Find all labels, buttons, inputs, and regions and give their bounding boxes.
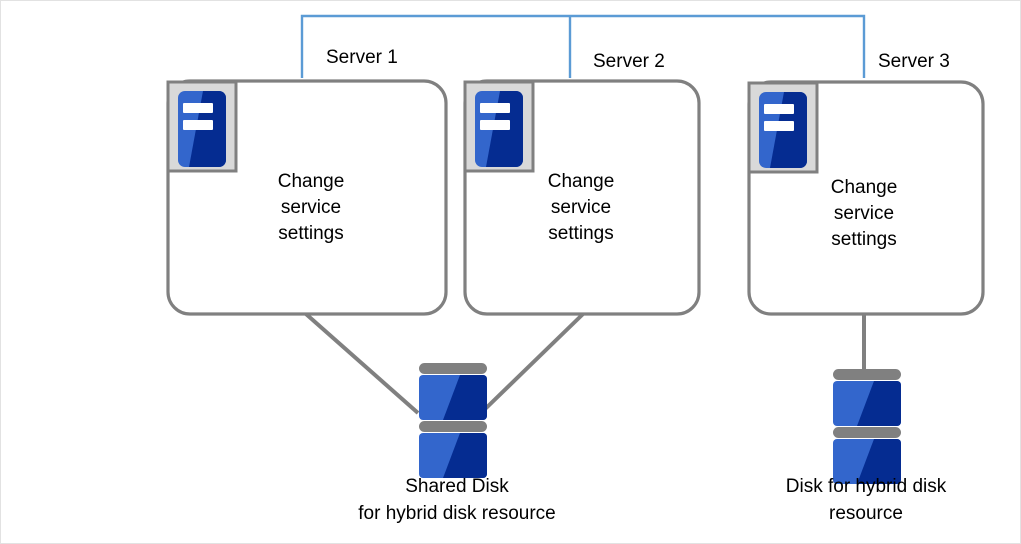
disk-icon: [419, 363, 487, 478]
server-icon: [463, 80, 535, 173]
server-icon: [747, 81, 819, 174]
server-label-2: Server 2: [593, 51, 665, 72]
server-label-3: Server 3: [878, 51, 950, 72]
connectors: [304, 312, 866, 415]
disk-icon: [833, 369, 901, 484]
local-disk-caption: Disk for hybrid disk resource: [785, 476, 947, 524]
server-icon: [166, 80, 238, 173]
server-label-1: Server 1: [326, 47, 398, 68]
server-box-3-text: Change service settings: [830, 177, 898, 250]
server-box-2-text: Change service settings: [547, 171, 615, 244]
server-box-1-text: Change service settings: [277, 171, 345, 244]
cluster-bracket: [300, 14, 866, 78]
shared-disk-caption: Shared Disk for hybrid disk resource: [358, 476, 556, 524]
